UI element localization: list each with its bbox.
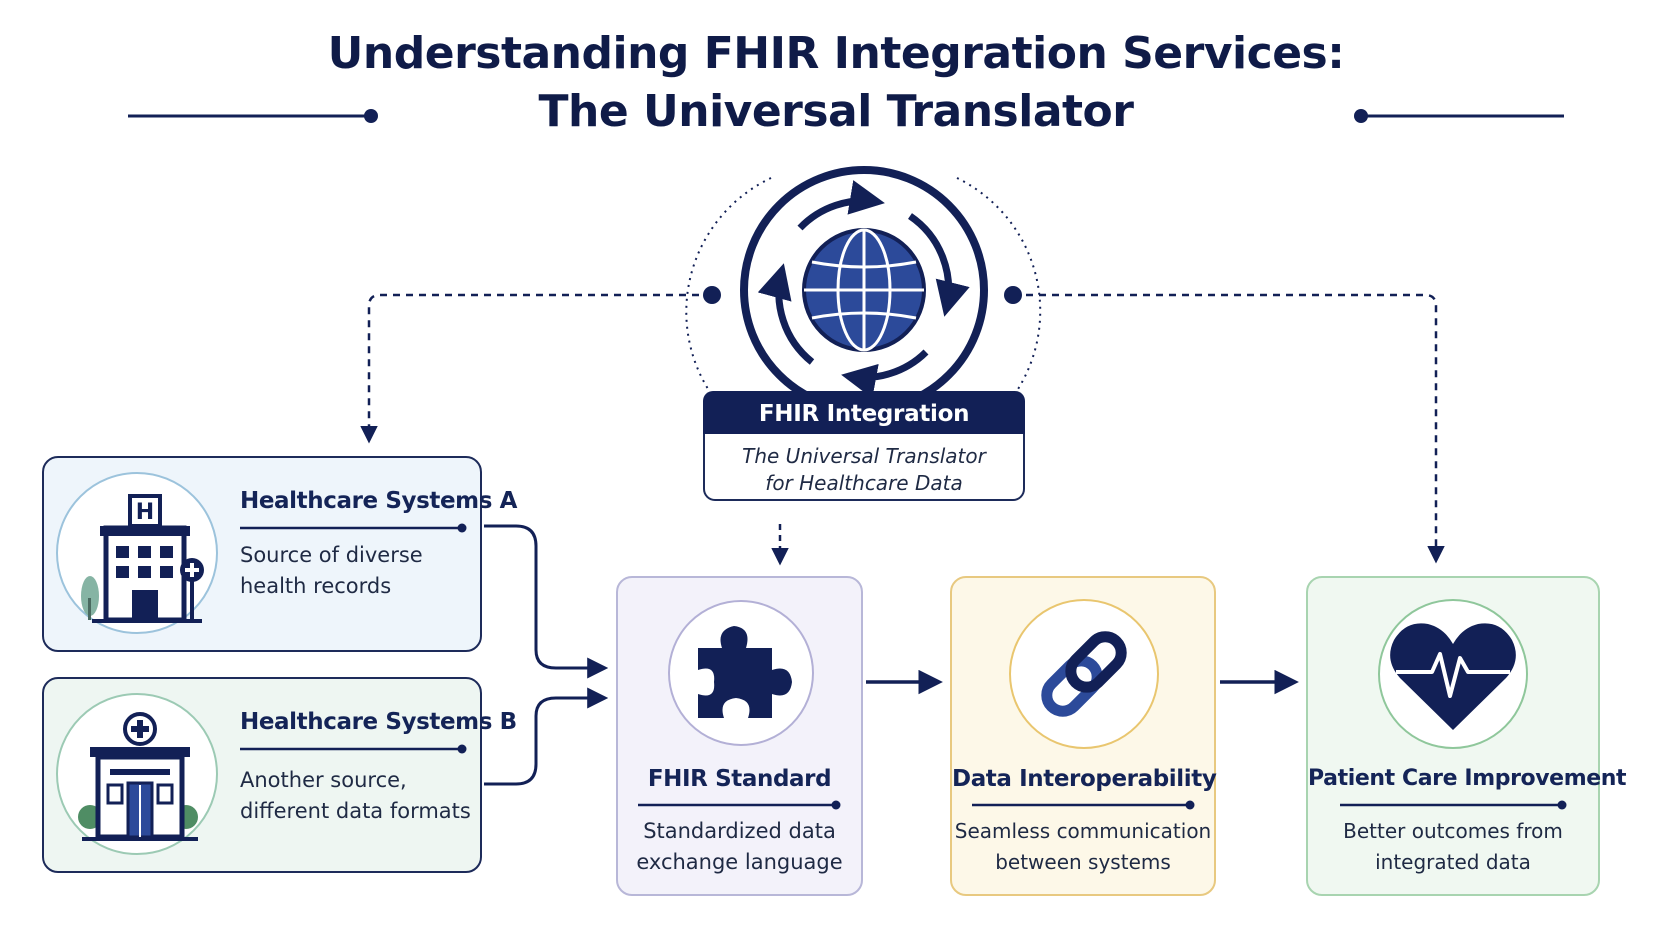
clinic-building-icon <box>56 693 218 855</box>
puzzle-piece-icon <box>668 600 814 746</box>
svg-text:H: H <box>136 500 154 525</box>
healthcare-systems-b-description-line-1: Another source, <box>240 768 407 792</box>
fhir-standard-description-line-1: Standardized data <box>643 819 836 843</box>
patient-care-improvement-description: Better outcomes from integrated data <box>1308 816 1598 878</box>
healthcare-systems-a-description: Source of diverse health records <box>240 540 423 602</box>
healthcare-systems-b-rule <box>240 744 467 754</box>
fhir-standard-rule <box>638 800 841 810</box>
healthcare-systems-b-description: Another source, different data formats <box>240 765 471 827</box>
healthcare-systems-a-rule <box>240 523 467 533</box>
healthcare-systems-a-title: Healthcare Systems A <box>240 488 518 514</box>
patient-care-improvement-description-line-1: Better outcomes from <box>1343 819 1563 843</box>
fhir-standard-description: Standardized data exchange language <box>618 816 861 878</box>
page-title-line-2: The Universal Translator <box>538 86 1134 137</box>
healthcare-systems-a-card: H Healthcare Systems A Source of diverse… <box>42 456 517 652</box>
page-title-line-1: Understanding FHIR Integration Services: <box>327 28 1345 79</box>
healthcare-systems-b-title: Healthcare Systems B <box>240 709 517 735</box>
hub-subtitle-line-2: for Healthcare Data <box>765 471 963 495</box>
title-rule-right <box>1354 109 1564 123</box>
fhir-standard-description-line-2: exchange language <box>636 850 843 874</box>
fhir-standard-card: FHIR Standard Standardized data exchange… <box>616 576 863 896</box>
fhir-standard-title: FHIR Standard <box>647 766 832 792</box>
hub-subtitle-line-1: The Universal Translator <box>742 444 986 468</box>
hospital-building-icon: H <box>56 472 218 634</box>
title-rule-left <box>128 109 378 123</box>
patient-care-improvement-rule <box>1340 800 1567 810</box>
patient-care-improvement-description-line-2: integrated data <box>1375 850 1531 874</box>
data-interoperability-card: Data Interoperability Seamless communica… <box>950 576 1217 896</box>
systems-b-to-fhir-connector <box>484 687 609 786</box>
globe-with-cycle-arrows-icon <box>685 166 1042 414</box>
healthcare-systems-a-description-line-1: Source of diverse <box>240 543 423 567</box>
hub-label: FHIR Integration Services <box>703 391 1025 473</box>
hub-to-patient-care-connector <box>1004 286 1445 564</box>
healthcare-systems-b-card: Healthcare Systems B Another source, dif… <box>42 677 517 873</box>
chain-link-icon <box>1009 599 1159 749</box>
patient-care-improvement-title: Patient Care Improvement <box>1308 766 1627 791</box>
systems-a-to-fhir-connector <box>484 524 609 679</box>
data-interoperability-description-line-1: Seamless communication <box>954 819 1212 843</box>
healthcare-systems-a-description-line-2: health records <box>240 574 392 598</box>
healthcare-systems-b-description-line-2: different data formats <box>240 799 471 823</box>
hub-to-systems-a-connector <box>360 286 721 444</box>
data-interoperability-description: Seamless communication between systems <box>952 816 1214 878</box>
data-interoperability-description-line-2: between systems <box>995 850 1171 874</box>
hub-subtitle: The Universal Translator for Healthcare … <box>703 434 1025 501</box>
data-interoperability-title: Data Interoperability <box>952 766 1217 792</box>
data-interoperability-rule <box>972 800 1195 810</box>
heart-pulse-icon <box>1378 599 1528 749</box>
patient-care-improvement-card: Patient Care Improvement Better outcomes… <box>1306 576 1627 896</box>
